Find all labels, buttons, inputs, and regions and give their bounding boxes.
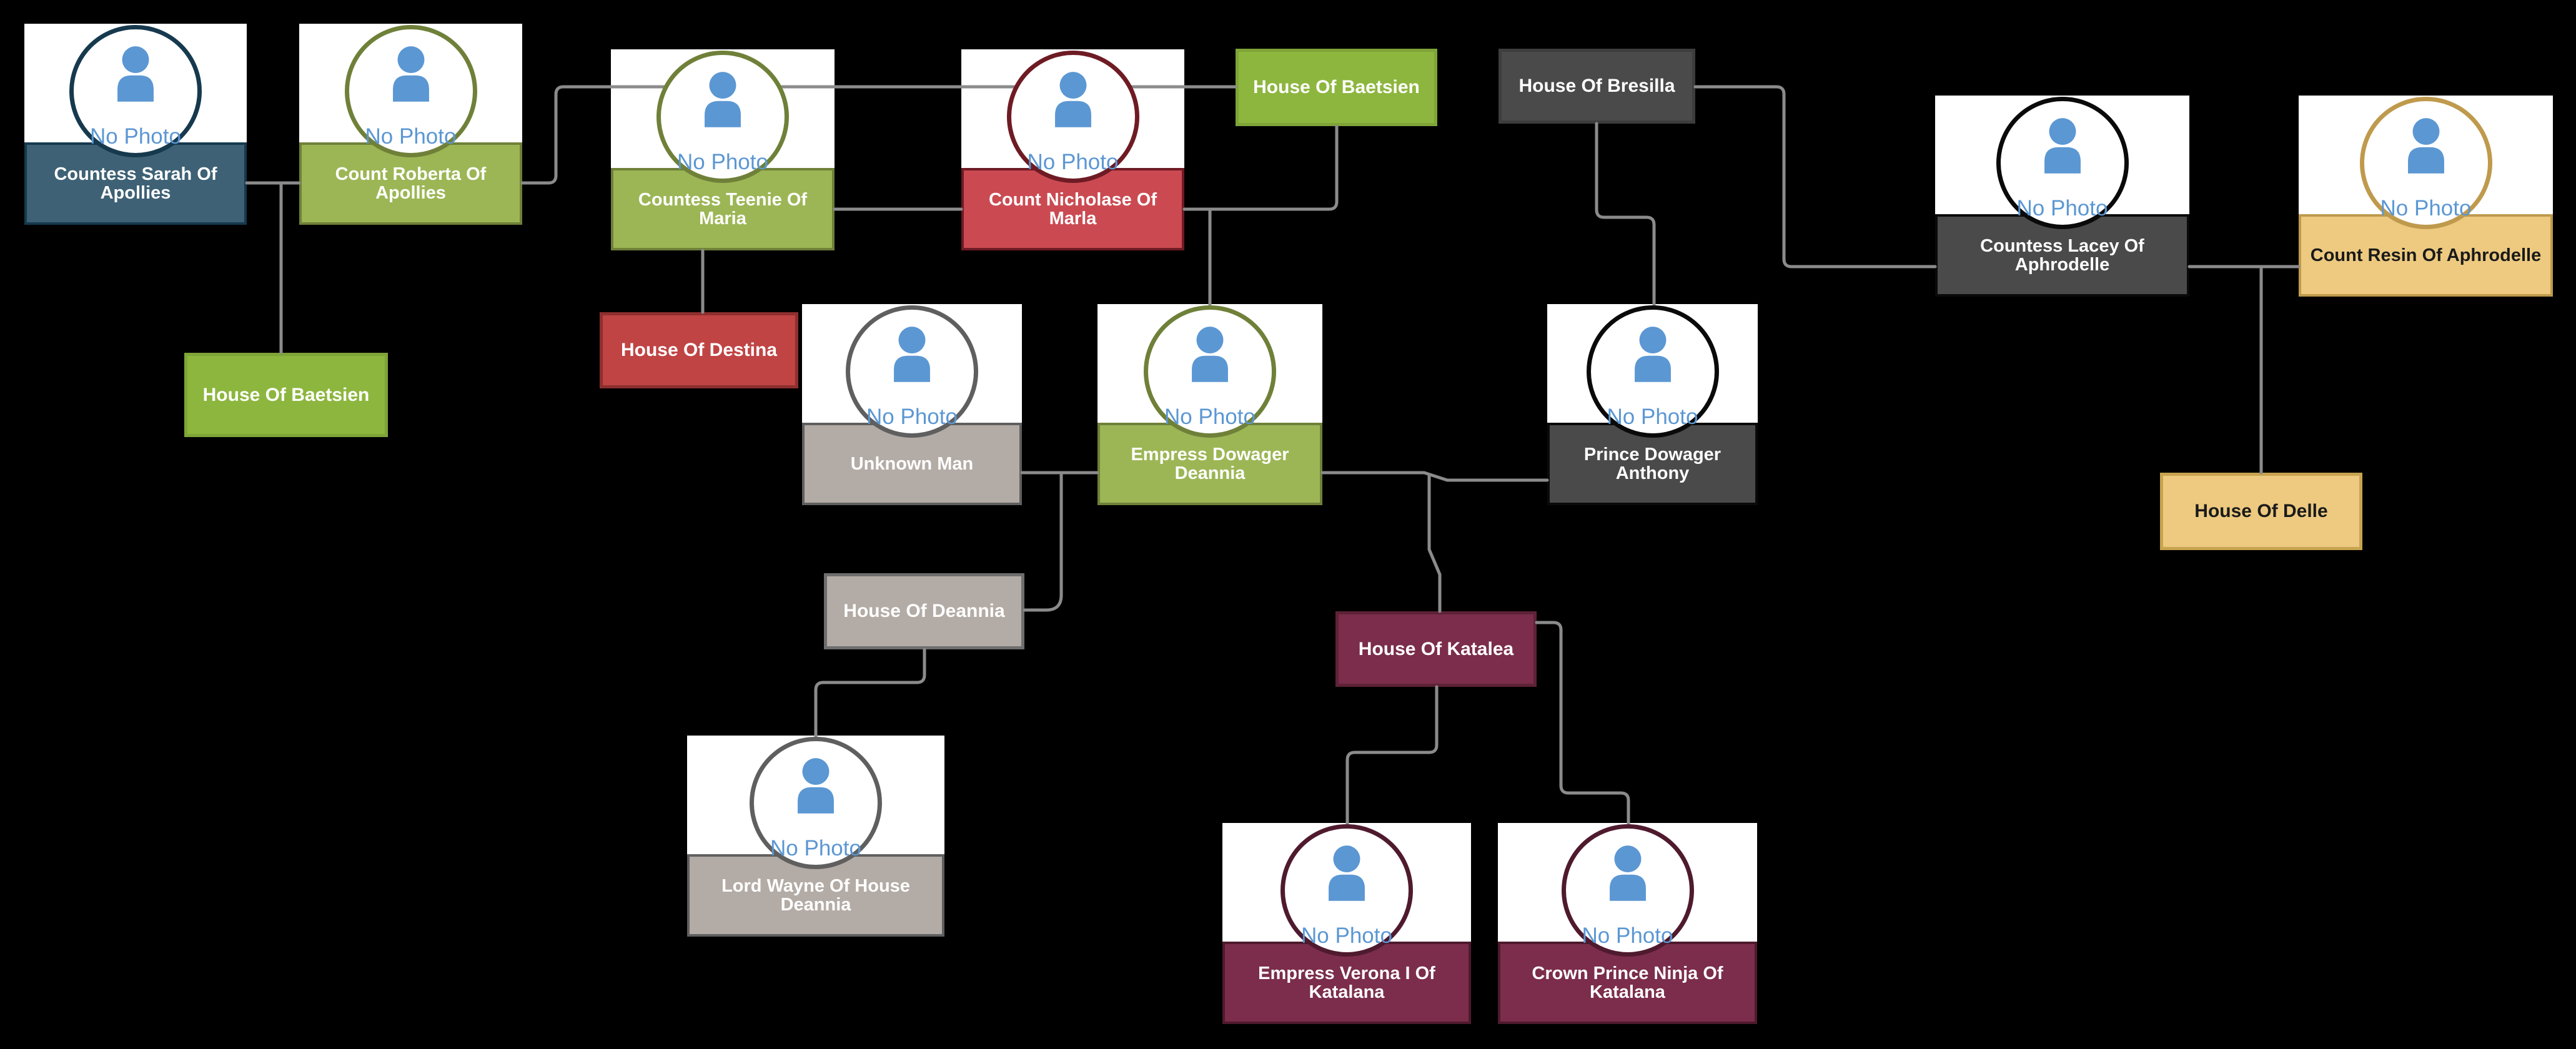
connector-bresilla-to-anthony <box>1595 122 1656 314</box>
person-card[interactable]: No Photo Crown Prince Ninja Of Katalana <box>1498 823 1757 1024</box>
person-card[interactable]: No Photo Count Roberta Of Apollies <box>299 24 522 225</box>
avatar-circle: No Photo <box>656 51 789 183</box>
avatar-circle: No Photo <box>1561 824 1694 957</box>
person-card[interactable]: No Photo Empress Dowager Deannia <box>1097 304 1322 505</box>
house-label: House Of Delle <box>2194 501 2328 521</box>
avatar-circle: No Photo <box>846 305 978 438</box>
person-card[interactable]: No Photo Count Resin Of Aphrodelle <box>2299 96 2553 297</box>
person-name-label: Prince Dowager Anthony <box>1547 423 1758 505</box>
connector-marriage-deannia-anthony <box>1320 471 1549 482</box>
person-icon <box>2407 118 2444 174</box>
house-label: House Of Deannia <box>843 601 1005 621</box>
avatar-circle: No Photo <box>1586 305 1719 438</box>
person-card[interactable]: No Photo Lord Wayne Of House Deannia <box>687 736 944 937</box>
no-photo-label: No Photo <box>770 836 861 860</box>
no-photo-label: No Photo <box>365 124 457 149</box>
house-label: House Of Katalea <box>1358 638 1514 659</box>
person-icon <box>1054 72 1091 127</box>
house-box[interactable]: House Of Baetsien <box>184 353 388 437</box>
person-card[interactable]: No Photo Empress Verona I Of Katalana <box>1222 823 1471 1024</box>
house-label: House Of Baetsien <box>1253 77 1420 97</box>
no-photo-label: No Photo <box>2016 196 2108 220</box>
no-photo-label: No Photo <box>1027 150 1119 174</box>
no-photo-label: No Photo <box>1607 405 1698 429</box>
connector-house-deannia-to-wayne <box>814 648 926 746</box>
person-icon <box>705 72 741 127</box>
avatar-circle: No Photo <box>344 25 477 157</box>
person-icon <box>1609 845 1646 901</box>
connector-katalea-to-ninja <box>1535 621 1630 832</box>
person-card[interactable]: No Photo Countess Sarah Of Apollies <box>24 24 247 225</box>
avatar-circle: No Photo <box>2359 97 2492 229</box>
no-photo-label: No Photo <box>90 124 181 149</box>
house-label: House Of Baetsien <box>202 384 370 405</box>
house-box[interactable]: House Of Delle <box>2160 473 2362 550</box>
house-label: House Of Bresilla <box>1518 76 1675 96</box>
avatar-circle: No Photo <box>69 25 202 157</box>
connector-roberta-to-house-baetsien-top <box>520 85 1237 185</box>
person-icon <box>1192 327 1228 382</box>
connector-drop-to-house-deannia <box>1023 471 1063 612</box>
person-icon <box>1329 845 1365 901</box>
no-photo-label: No Photo <box>677 150 768 174</box>
person-name-label: Empress Verona I Of Katalana <box>1222 942 1471 1024</box>
connector-bresilla-to-lacey <box>1693 85 1937 268</box>
person-icon <box>798 758 834 814</box>
avatar-circle: No Photo <box>1144 305 1276 438</box>
avatar-circle: No Photo <box>1006 51 1139 183</box>
person-icon <box>894 327 930 382</box>
house-box[interactable]: House Of Destina <box>600 312 798 388</box>
avatar-circle: No Photo <box>750 737 882 869</box>
no-photo-label: No Photo <box>866 405 958 429</box>
house-box[interactable]: House Of Bresilla <box>1499 49 1695 124</box>
person-name-label: Empress Dowager Deannia <box>1097 423 1322 505</box>
no-photo-label: No Photo <box>1164 405 1256 429</box>
house-label: House Of Destina <box>620 340 778 360</box>
house-box[interactable]: House Of Katalea <box>1335 611 1537 687</box>
person-icon <box>392 46 429 102</box>
connector-drop-to-house-katalea <box>1427 473 1442 613</box>
person-card[interactable]: No Photo Unknown Man <box>802 304 1022 505</box>
house-box[interactable]: House Of Baetsien <box>1236 49 1437 126</box>
person-card[interactable]: No Photo Count Nicholase Of Marla <box>961 49 1184 250</box>
house-box[interactable]: House Of Deannia <box>824 573 1024 649</box>
connector-katalea-to-verona <box>1345 685 1439 832</box>
no-photo-label: No Photo <box>1301 923 1392 948</box>
person-card[interactable]: No Photo Countess Lacey Of Aphrodelle <box>1935 96 2189 297</box>
person-icon <box>2044 118 2081 174</box>
avatar-circle: No Photo <box>1996 97 2129 229</box>
person-card[interactable]: No Photo Countess Teenie Of Maria <box>611 49 835 250</box>
no-photo-label: No Photo <box>1582 923 1673 948</box>
connector-rail-right-of-nicholase <box>1182 124 1339 211</box>
person-icon <box>1634 327 1671 382</box>
person-icon <box>117 46 154 102</box>
avatar-circle: No Photo <box>1281 824 1413 957</box>
no-photo-label: No Photo <box>2380 196 2472 220</box>
person-card[interactable]: No Photo Prince Dowager Anthony <box>1547 304 1758 505</box>
